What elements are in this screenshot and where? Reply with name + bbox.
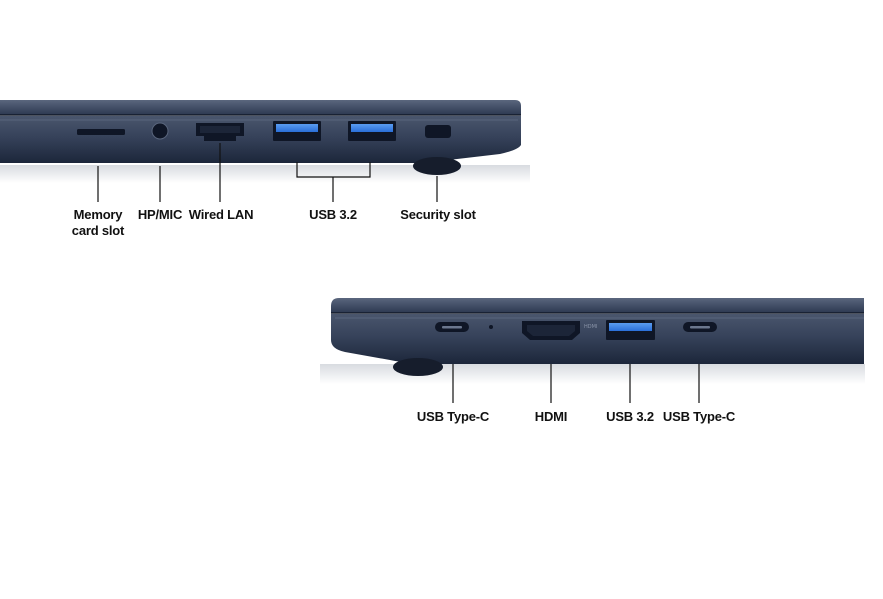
usb-a-port-2-tongue <box>351 124 393 132</box>
left-floor-shadow <box>0 165 530 183</box>
label-hp-mic: HP/MIC <box>138 207 183 222</box>
label-memory-card-slot-line2: card slot <box>72 223 125 238</box>
right-chassis <box>331 314 864 364</box>
label-memory-card-slot-line1: Memory <box>74 207 124 222</box>
wired-lan-port-inner <box>200 126 240 133</box>
left-lid <box>0 100 521 115</box>
right-foot <box>393 358 443 376</box>
security-slot-port <box>425 125 451 138</box>
right-leader-lines <box>452 364 700 403</box>
usb-a-port-right-tongue <box>609 323 652 331</box>
memory-card-slot-port <box>77 129 125 135</box>
left-chassis <box>0 116 521 163</box>
left-foot <box>413 157 461 175</box>
right-floor-shadow <box>320 364 865 384</box>
usb-a-port-1-tongue <box>276 124 318 132</box>
right-side-view: HDMI USB Type-C HDMI USB 3.2 USB Type-C <box>320 298 865 424</box>
usb-type-c-port-left-tongue <box>442 326 462 329</box>
label-hdmi: HDMI <box>535 409 567 424</box>
hdmi-logo: HDMI <box>584 324 597 330</box>
left-leader-lines <box>97 143 438 202</box>
hdmi-port-inner <box>527 325 575 336</box>
usb-type-c-port-right-tongue <box>690 326 710 329</box>
left-side-view: Memory card slot HP/MIC Wired LAN USB 3.… <box>0 100 530 238</box>
right-lid <box>331 298 864 313</box>
label-usb-type-c-right: USB Type-C <box>663 409 736 424</box>
label-usb32-right: USB 3.2 <box>606 409 654 424</box>
label-wired-lan: Wired LAN <box>189 207 254 222</box>
label-usb-type-c-left: USB Type-C <box>417 409 490 424</box>
label-usb32-left: USB 3.2 <box>309 207 357 222</box>
led-indicator <box>489 325 493 329</box>
hp-mic-port <box>152 123 168 139</box>
label-security-slot: Security slot <box>400 207 476 222</box>
hp-mic-port-ring <box>151 122 169 140</box>
